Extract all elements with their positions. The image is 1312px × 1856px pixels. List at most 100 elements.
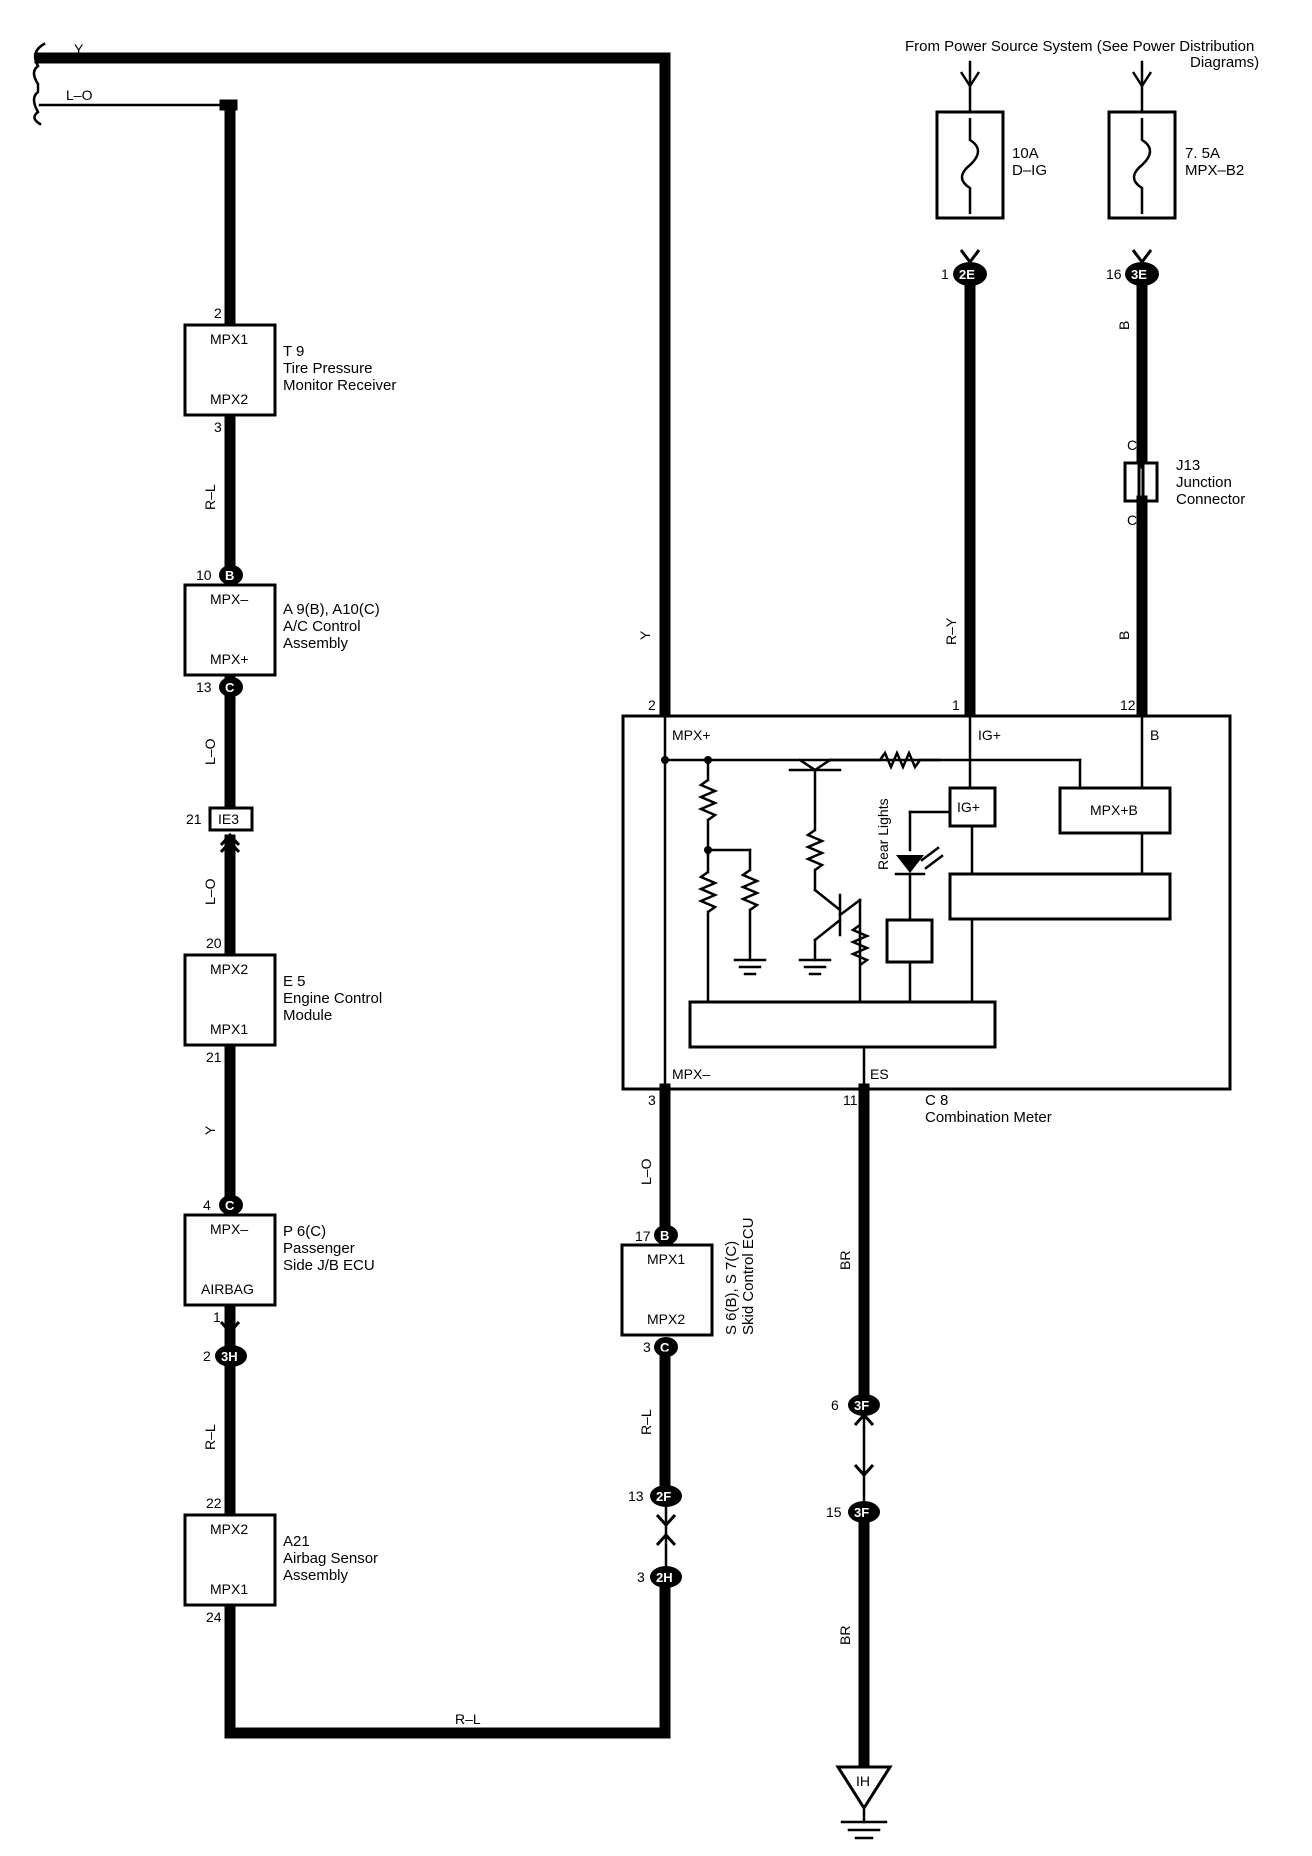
wire-label-y1: Y: [202, 1125, 218, 1135]
svg-text:Tire Pressure: Tire Pressure: [283, 360, 372, 377]
svg-text:Airbag Sensor: Airbag Sensor: [283, 1550, 378, 1567]
svg-text:ES: ES: [870, 1066, 889, 1082]
svg-text:3: 3: [637, 1569, 645, 1585]
svg-text:3: 3: [214, 419, 222, 435]
power-source-text: From Power Source System (See Power Dist…: [905, 38, 1254, 55]
wire-label-rl-bottom: R–L: [455, 1711, 481, 1727]
svg-text:24: 24: [206, 1609, 222, 1625]
wire-label-y-top: Y: [74, 41, 84, 57]
svg-text:4: 4: [203, 1197, 211, 1213]
svg-text:B: B: [225, 568, 234, 583]
svg-text:B: B: [660, 1228, 669, 1243]
fuse-mpx-b2: 7. 5A MPX–B2: [1107, 60, 1244, 220]
svg-text:Diagrams): Diagrams): [1190, 54, 1259, 71]
wire-label-rl2: R–L: [202, 1424, 218, 1450]
svg-text:Module: Module: [283, 1007, 332, 1024]
wire-label-br2: BR: [837, 1626, 853, 1645]
rear-lights-label: Rear Lights: [875, 798, 891, 870]
component-t9: MPX1 MPX2 2 3 T 9 Tire Pressure Monitor …: [183, 305, 396, 435]
wire-label-rl1: R–L: [202, 484, 218, 510]
junction-connector-j13: C C J13 Junction Connector: [1123, 437, 1245, 528]
svg-text:A/C Control: A/C Control: [283, 618, 361, 635]
svg-text:MPX2: MPX2: [210, 961, 248, 977]
t9-code: T 9: [283, 343, 304, 360]
svg-text:10: 10: [196, 567, 212, 583]
svg-text:Connector: Connector: [1176, 491, 1245, 508]
wire-label-b1: B: [1116, 321, 1132, 330]
junction-2h: 2H 3: [637, 1566, 682, 1588]
svg-text:Skid Control ECU: Skid Control ECU: [740, 1217, 757, 1335]
component-p6: MPX– AIRBAG 4 C 1 P 6(C) Passenger Side …: [183, 1195, 375, 1325]
svg-text:MPX–: MPX–: [210, 591, 248, 607]
wire-label-lo1: L–O: [202, 738, 218, 765]
t9-pin-mpx1: MPX1: [210, 331, 248, 347]
junction-3f-a: 3F 6: [831, 1394, 880, 1416]
wire-label-br1: BR: [837, 1251, 853, 1270]
svg-text:MPX–: MPX–: [210, 1221, 248, 1237]
svg-text:P 6(C): P 6(C): [283, 1223, 326, 1240]
svg-text:MPX1: MPX1: [647, 1251, 685, 1267]
wire-label-rl3: R–L: [638, 1409, 654, 1435]
svg-text:A 9(B), A10(C): A 9(B), A10(C): [283, 601, 380, 618]
svg-text:Assembly: Assembly: [283, 1567, 349, 1584]
svg-text:6: 6: [831, 1397, 839, 1413]
wire-label-y-main: Y: [637, 630, 653, 640]
svg-text:Junction: Junction: [1176, 474, 1232, 491]
svg-text:2E: 2E: [959, 267, 975, 282]
svg-text:MPX–B2: MPX–B2: [1185, 162, 1244, 179]
component-a9-a10: MPX– MPX+ 10 B 13 C A 9(B), A10(C) A/C C…: [183, 565, 380, 697]
svg-text:MPX+: MPX+: [672, 727, 711, 743]
junction-2f: 2F 13: [628, 1485, 682, 1507]
svg-text:3F: 3F: [854, 1398, 869, 1413]
svg-text:1: 1: [213, 1309, 221, 1325]
svg-text:IE3: IE3: [218, 811, 239, 827]
svg-text:J13: J13: [1176, 457, 1200, 474]
svg-text:E 5: E 5: [283, 973, 306, 990]
svg-text:7. 5A: 7. 5A: [1185, 145, 1220, 162]
svg-text:IH: IH: [856, 1773, 870, 1789]
wire-label-b2: B: [1116, 631, 1132, 640]
svg-text:Passenger: Passenger: [283, 1240, 355, 1257]
svg-text:MPX+B: MPX+B: [1090, 802, 1138, 818]
svg-text:Side J/B ECU: Side J/B ECU: [283, 1257, 375, 1274]
fuse-d-ig: 10A D–IG: [935, 60, 1047, 220]
svg-text:20: 20: [206, 935, 222, 951]
svg-text:C: C: [1127, 437, 1137, 453]
svg-text:MPX1: MPX1: [210, 1581, 248, 1597]
svg-text:22: 22: [206, 1495, 222, 1511]
svg-text:3: 3: [643, 1339, 651, 1355]
svg-text:13: 13: [196, 679, 212, 695]
component-a21: MPX2 MPX1 22 24 A21 Airbag Sensor Assemb…: [183, 1495, 378, 1625]
svg-text:C: C: [1127, 512, 1137, 528]
svg-text:A21: A21: [283, 1533, 310, 1550]
svg-text:C: C: [225, 680, 235, 695]
component-combination-meter-c8: 2 1 12 MPX+ IG+ B MPX– ES: [621, 697, 1232, 1126]
junction-ie3: IE3 21: [186, 806, 254, 854]
svg-text:2F: 2F: [656, 1489, 671, 1504]
svg-text:13: 13: [628, 1488, 644, 1504]
svg-text:12: 12: [1120, 697, 1136, 713]
svg-text:2: 2: [214, 305, 222, 321]
svg-text:AIRBAG: AIRBAG: [201, 1281, 254, 1297]
svg-text:2: 2: [648, 697, 656, 713]
wire-label-lo3: L–O: [638, 1158, 654, 1185]
svg-text:21: 21: [186, 811, 202, 827]
svg-text:3E: 3E: [1131, 267, 1147, 282]
ground-ih: IH: [835, 1765, 893, 1840]
junction-3e: 3E 16: [1106, 249, 1159, 286]
svg-text:IG+: IG+: [978, 727, 1001, 743]
t9-pin-mpx2: MPX2: [210, 391, 248, 407]
svg-text:3: 3: [648, 1092, 656, 1108]
svg-text:C: C: [225, 1198, 235, 1213]
svg-text:17: 17: [635, 1228, 651, 1244]
svg-text:Assembly: Assembly: [283, 635, 349, 652]
svg-text:2H: 2H: [656, 1570, 673, 1585]
svg-text:10A: 10A: [1012, 145, 1039, 162]
svg-text:IG+: IG+: [957, 799, 980, 815]
svg-text:MPX2: MPX2: [647, 1311, 685, 1327]
svg-text:MPX2: MPX2: [210, 1521, 248, 1537]
svg-text:MPX–: MPX–: [672, 1066, 710, 1082]
svg-text:Combination Meter: Combination Meter: [925, 1109, 1052, 1126]
junction-3f-b: 3F 15: [826, 1501, 880, 1523]
